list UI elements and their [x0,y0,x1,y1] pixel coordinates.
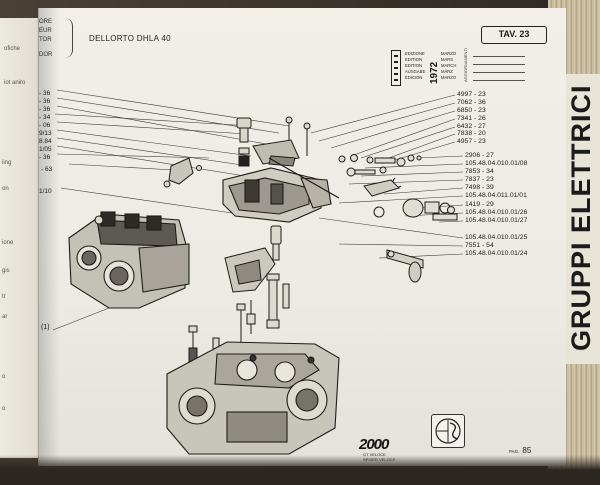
callout-label: 8.84 [39,138,52,145]
part-code: 6432 - 27 [457,123,486,130]
model-title: DELLORTO DHLA 40 [89,34,171,43]
header-language-fragments: ORE EUR TOR DOR [39,19,53,58]
part-code: 4957 - 23 [457,138,486,145]
left-page-text: ione [2,240,14,246]
callout-label: - 36 [39,90,51,97]
callout-label: - 06 [39,122,51,129]
part-code: 105.48.04.010.01/27 [465,217,528,224]
table-edge-shadow [0,455,600,485]
edition-months: MARZO MARS MARCH MÄRZ MARZO [441,51,457,80]
page-number: PAG.85 [509,446,532,455]
part-code: 105.48.04.010.01/25 [465,234,528,241]
callout-label: - 63 [41,166,53,173]
left-page-text: iot aniro [4,80,26,86]
table-number-badge: TAV. 23 [481,26,547,44]
callout-label: 9/13 [39,130,52,137]
part-code: 105.48.04.010.01/24 [465,250,528,257]
section-tab-label: GRUPPI ELETTRICI [566,84,596,352]
left-page-text: ar [2,314,8,320]
part-code: 2906 - 27 [465,152,494,159]
left-page-text: o [2,406,6,412]
left-page-text: ofiche [4,46,21,52]
part-code: 7498 - 39 [465,184,494,191]
part-code: 7551 - 54 [465,242,494,249]
callout-label: 1/05 [39,146,52,153]
edition-languages: EDIZIONE EDITION EDITION AUSGABE EDICION [405,51,426,80]
left-page-text: o [2,374,6,380]
left-page-text: gis [2,268,10,274]
part-code: 4997 - 23 [457,91,486,98]
part-code: 7837 - 23 [465,176,494,183]
header-bracket [65,18,73,58]
callout-label: - 36 [39,106,51,113]
alfa-romeo-emblem-icon [431,414,465,448]
left-page-text: iing [2,160,12,166]
part-code: 105.48.04.010.01/08 [465,160,528,167]
left-page-text: tr [2,294,6,300]
part-code: 105.48.04.011.01/01 [465,192,527,199]
part-code: 7062 - 36 [457,99,486,106]
assembly-label: (1) [41,324,50,331]
callout-label: - 36 [39,154,51,161]
part-code: 6850 - 23 [457,107,486,114]
part-code: 7838 - 20 [457,130,486,137]
edition-block: EDIZIONE EDITION EDITION AUSGABE EDICION… [391,48,527,86]
previous-page: ofiche iot aniro iing on ione gis tr ar … [0,18,42,458]
left-page-text: on [2,186,9,192]
part-code: 1419 - 29 [465,201,494,208]
part-code: 105.48.04.010.01/26 [465,209,528,216]
part-code: 7853 - 34 [465,168,494,175]
catalog-page: ORE EUR TOR DOR DELLORTO DHLA 40 TAV. 23… [38,8,566,466]
callout-label: - 34 [39,114,51,121]
exploded-view-diagram [52,89,464,455]
callout-label: - 36 [39,98,51,105]
callout-label: 1/10 [39,188,52,195]
part-code: 7341 - 26 [457,115,486,122]
edition-bar-icon [391,50,401,86]
